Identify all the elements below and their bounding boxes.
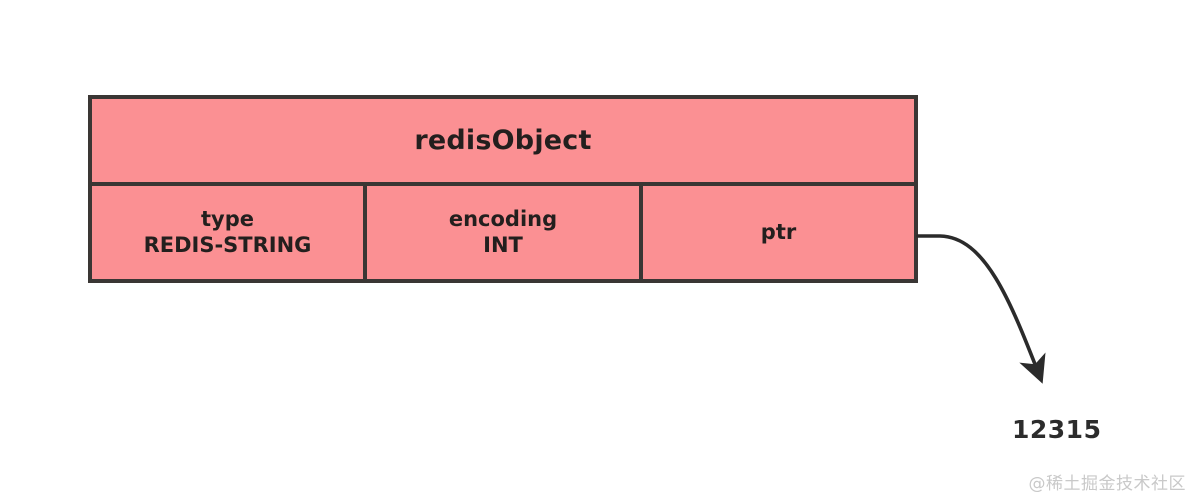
field-cell-type: type REDIS-STRING: [92, 186, 363, 279]
struct-title: redisObject: [414, 125, 592, 156]
watermark-text: @稀土掘金技术社区: [1028, 474, 1186, 494]
struct-fields-row: type REDIS-STRING encoding INT ptr: [92, 186, 914, 279]
field-value-type: REDIS-STRING: [143, 232, 312, 257]
redis-object-struct-box: redisObject type REDIS-STRING encoding I…: [88, 95, 918, 283]
field-value-encoding: INT: [483, 232, 523, 257]
field-cell-encoding: encoding INT: [363, 186, 639, 279]
field-name-encoding: encoding: [448, 206, 558, 231]
ptr-to-value-arrow: [916, 234, 1046, 384]
field-name-type: type: [200, 206, 254, 231]
field-name-ptr: ptr: [760, 219, 797, 244]
field-cell-ptr: ptr: [639, 186, 914, 279]
struct-header-row: redisObject: [92, 99, 914, 186]
pointee-value-label: 12315: [1012, 415, 1102, 444]
